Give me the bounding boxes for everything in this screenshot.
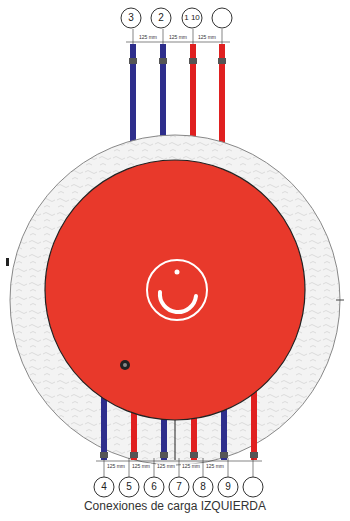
dimension-label: 125 mm bbox=[131, 464, 151, 469]
dimension-label: 125 mm bbox=[106, 464, 126, 469]
dimension-label: 125 mm bbox=[205, 464, 225, 469]
callout-number: 1 10 bbox=[184, 14, 200, 22]
callout-number: 8 bbox=[200, 482, 206, 492]
dimension-label: 125 mm bbox=[181, 464, 201, 469]
dimension-label: 125 mm bbox=[168, 35, 188, 40]
callout-number: 2 bbox=[158, 13, 164, 23]
callout-number: 4 bbox=[101, 482, 107, 492]
callout-number: 3 bbox=[128, 13, 134, 23]
callout-number: 5 bbox=[126, 482, 132, 492]
callout-number: 7 bbox=[176, 482, 182, 492]
caption: Conexiones de carga IZQUIERDA bbox=[84, 500, 266, 512]
callout-number: 9 bbox=[225, 482, 231, 492]
dimension-label: 125 mm bbox=[197, 35, 217, 40]
callout-number: 6 bbox=[151, 482, 157, 492]
dimension-label: 125 mm bbox=[156, 464, 176, 469]
dimension-label: 125 mm bbox=[138, 35, 158, 40]
